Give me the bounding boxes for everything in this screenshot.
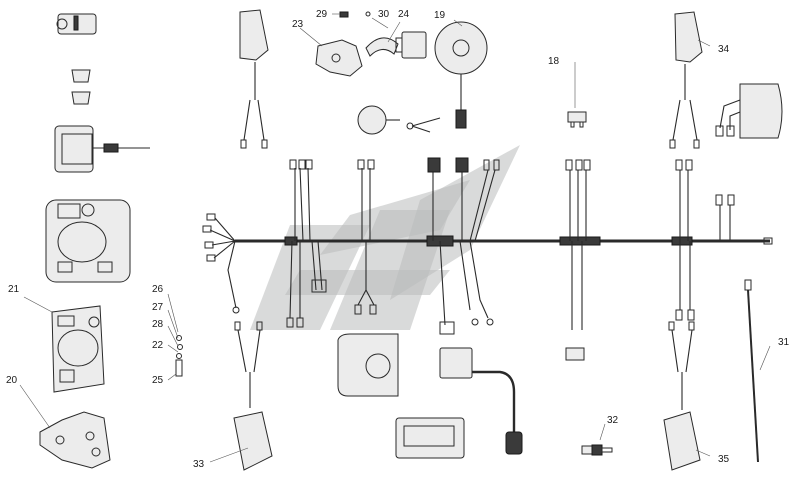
headlight-housing xyxy=(51,305,105,393)
rectifier xyxy=(565,347,585,361)
callout-23: 23 xyxy=(292,19,304,30)
callout-31: 31 xyxy=(778,337,790,348)
callout-30: 30 xyxy=(378,9,390,20)
generator-stator xyxy=(434,21,488,129)
callout-25: 25 xyxy=(152,375,164,386)
callout-21: 21 xyxy=(8,284,20,295)
mounting-brackets xyxy=(315,11,399,77)
bulb-sockets xyxy=(71,69,91,105)
headlight-bracket xyxy=(39,411,111,469)
fuse-holder xyxy=(567,111,587,128)
horn xyxy=(357,105,441,135)
rear-lamp-assembly xyxy=(54,125,150,173)
callout-28: 28 xyxy=(152,319,164,330)
ignition-coil-with-cap xyxy=(439,347,523,455)
voltage-regulator xyxy=(395,31,427,59)
instrument-cluster xyxy=(45,199,131,283)
callout-29: 29 xyxy=(316,9,328,20)
callout-33: 33 xyxy=(193,459,205,470)
turn-signal-front-right xyxy=(669,11,703,149)
callout-18: 18 xyxy=(548,56,560,67)
callout-labels: 19 18 20 21 22 23 24 25 26 27 28 29 30 3… xyxy=(6,9,790,470)
ground-strap xyxy=(744,279,759,463)
callout-20: 20 xyxy=(6,375,18,386)
callout-26: 26 xyxy=(152,284,164,295)
ignition-switch xyxy=(56,13,97,35)
turn-signal-rear-right xyxy=(663,321,701,471)
headlight-bucket xyxy=(337,333,399,397)
callout-24: 24 xyxy=(398,9,410,20)
main-wiring-harness xyxy=(202,157,773,335)
callout-22: 22 xyxy=(152,340,164,351)
callout-34: 34 xyxy=(718,44,730,55)
leader-lines xyxy=(19,13,771,463)
taillight-lens xyxy=(715,83,783,139)
turn-signal-rear-left xyxy=(233,321,273,471)
turn-signal-front-left xyxy=(239,9,269,149)
fastener-set xyxy=(175,335,183,377)
callout-32: 32 xyxy=(607,415,619,426)
callout-27: 27 xyxy=(152,302,164,313)
watermark-logo xyxy=(250,145,520,330)
spark-plug xyxy=(581,444,613,456)
callout-19: 19 xyxy=(434,10,446,21)
callout-35: 35 xyxy=(718,454,730,465)
cdi-unit xyxy=(395,417,465,459)
